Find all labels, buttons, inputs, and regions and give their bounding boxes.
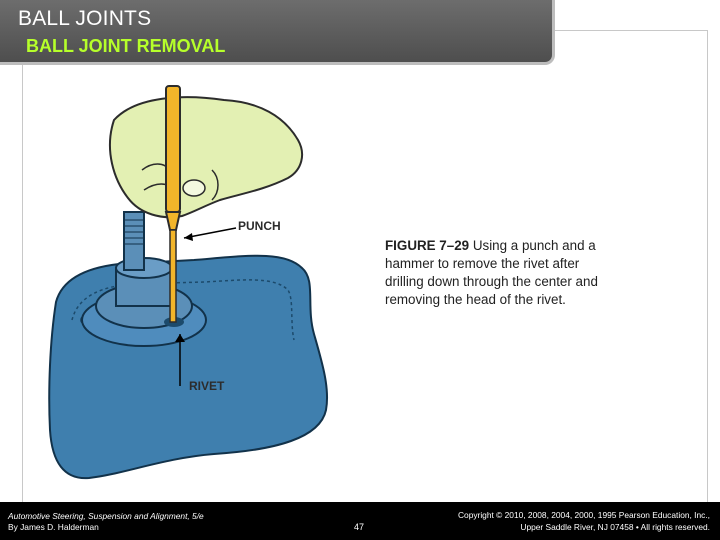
ball-joint-removal-illustration: PUNCH RIVET	[48, 85, 329, 480]
slide-subtitle: BALL JOINT REMOVAL	[26, 36, 226, 56]
book-title: Automotive Steering, Suspension and Alig…	[8, 511, 204, 521]
figure-caption: FIGURE 7–29 Using a punch and a hammer t…	[385, 237, 620, 309]
footer-bar: Automotive Steering, Suspension and Alig…	[0, 502, 720, 540]
ball-joint	[81, 211, 207, 347]
figure-number: FIGURE 7–29	[385, 238, 470, 253]
rivet-label: RIVET	[189, 379, 225, 393]
title-bar: BALL JOINTS BALL JOINT REMOVAL	[0, 0, 555, 65]
punch-label: PUNCH	[238, 219, 281, 233]
book-author: By James D. Halderman	[8, 522, 99, 532]
copyright-line-1: Copyright © 2010, 2008, 2004, 2000, 1995…	[457, 510, 710, 520]
label-arrows	[175, 227, 237, 386]
copyright-notice: Copyright © 2010, 2008, 2004, 2000, 1995…	[458, 509, 710, 533]
figure-caption-text: Using a punch and a hammer to remove the…	[385, 238, 598, 307]
page-number: 47	[354, 522, 365, 532]
punch-tool	[164, 85, 182, 323]
slide-title: BALL JOINTS	[18, 7, 152, 30]
footer-book-info: Automotive Steering, Suspension and Alig…	[8, 511, 204, 533]
control-arm-housing	[48, 254, 329, 480]
hand	[108, 96, 304, 219]
copyright-line-2: Upper Saddle River, NJ 07458 • All right…	[520, 522, 710, 532]
